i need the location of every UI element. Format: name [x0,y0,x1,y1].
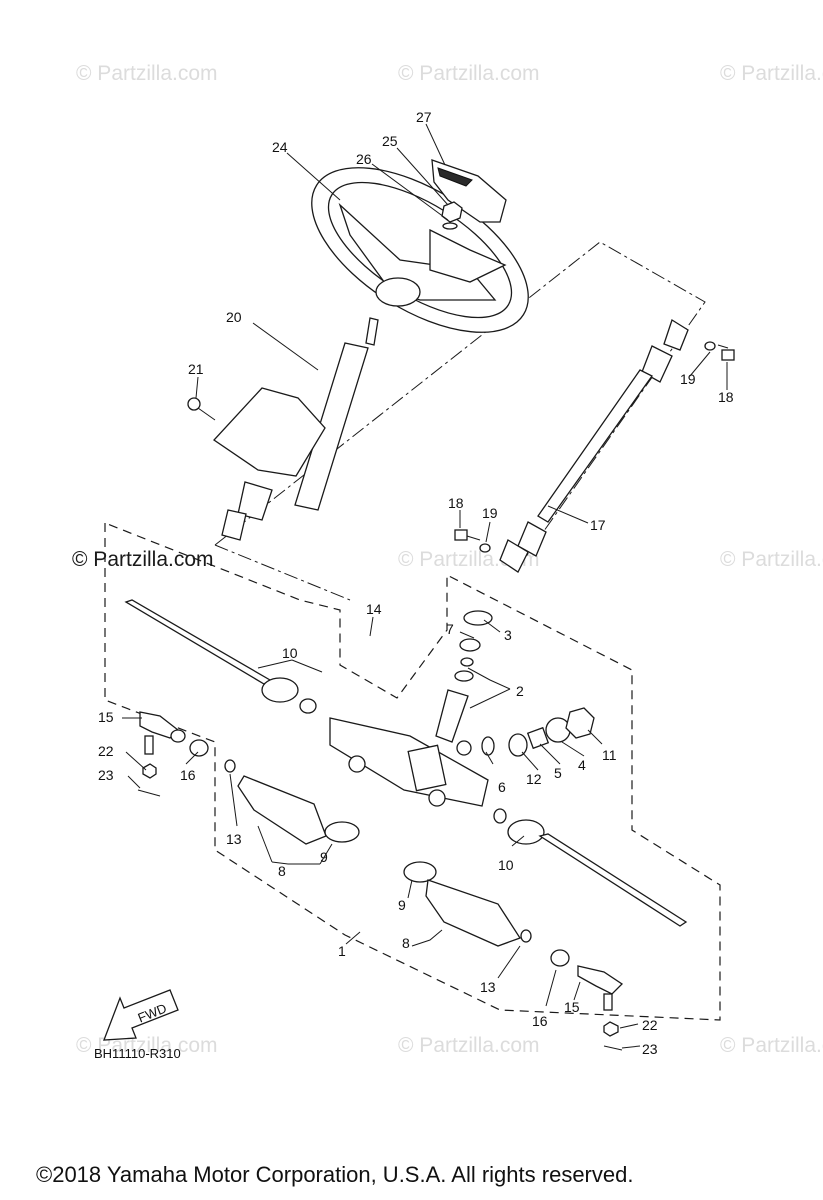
callout-26: 26 [356,151,372,167]
clip-13-left [224,759,236,773]
washer-19-upper [704,341,716,351]
watermark: © Partzilla.com [720,1034,823,1057]
callout-17: 17 [590,517,606,533]
wheel-cover [431,159,507,223]
callout-13-left: 13 [226,831,242,847]
boot-right [403,861,521,947]
callout-7: 7 [446,621,454,637]
callout-15-left: 15 [98,709,114,725]
watermark: © Partzilla.com [720,548,823,571]
diagram-code: BH11110-R310 [94,1046,181,1061]
callout-18-lower: 18 [448,495,464,511]
callout-9-left: 9 [320,849,328,865]
callout-19-lower: 19 [482,505,498,521]
steering-column [213,317,379,541]
callout-10-right: 10 [498,857,514,873]
leader-lines [122,123,728,1049]
callout-16-right: 16 [532,1013,548,1029]
intermediate-shaft [499,319,689,573]
callout-22-right: 22 [642,1017,658,1033]
watermark: © Partzilla.com [72,548,214,571]
watermark-layer: © Partzilla.com © Partzilla.com © Partzi… [72,62,823,1057]
callout-4: 4 [578,757,586,773]
callout-11: 11 [602,747,617,763]
callout-10-left: 10 [282,645,298,661]
boot-left [237,775,360,845]
callout-20: 20 [226,309,242,325]
bolt-21 [187,397,216,421]
watermark: © Partzilla.com [76,62,218,85]
washer-19-lower [479,543,491,553]
callout-27: 27 [416,109,432,125]
steering-wheel [311,167,529,333]
callout-2: 2 [516,683,524,699]
callout-13-right: 13 [480,979,496,995]
callout-6: 6 [498,779,506,795]
watermark: © Partzilla.com [398,1034,540,1057]
copyright-notice: ©2018 Yamaha Motor Corporation, U.S.A. A… [36,1162,634,1187]
callout-18-upper: 18 [718,389,734,405]
callout-24: 24 [272,139,288,155]
column-boundary [214,241,706,601]
callout-23-right: 23 [642,1041,658,1057]
callout-8-right: 8 [402,935,410,951]
adjuster-parts [481,707,595,757]
bolt-18-lower [454,529,481,541]
callout-25: 25 [382,133,398,149]
callout-9-right: 9 [398,897,406,913]
callout-22-left: 22 [98,743,114,759]
callout-layer: 27 25 26 24 20 21 19 18 18 19 17 14 7 3 … [98,109,734,1057]
pinion-parts [435,610,493,743]
steering-nut [441,201,463,230]
tie-rod-end-left [137,711,209,797]
tie-rod-end-right [550,949,624,1051]
callout-19-upper: 19 [680,371,696,387]
callout-12: 12 [526,771,542,787]
watermark: © Partzilla.com [720,62,823,85]
rack-assembly-boundary [104,522,721,1021]
callout-15-right: 15 [564,999,580,1015]
callout-3: 3 [504,627,512,643]
tie-rod-right [493,808,688,927]
callout-5: 5 [554,765,562,781]
tie-rod-left [124,599,317,714]
callout-14: 14 [366,601,382,617]
callout-1: 1 [338,943,346,959]
watermark: © Partzilla.com [398,62,540,85]
callout-16-left: 16 [180,767,196,783]
clip-13-right [520,929,532,943]
bolt-18-upper [717,344,735,361]
callout-21: 21 [188,361,204,377]
rack-housing [329,717,489,807]
callout-8-left: 8 [278,863,286,879]
fwd-arrow-icon: FWD [103,989,179,1041]
callout-23-left: 23 [98,767,114,783]
